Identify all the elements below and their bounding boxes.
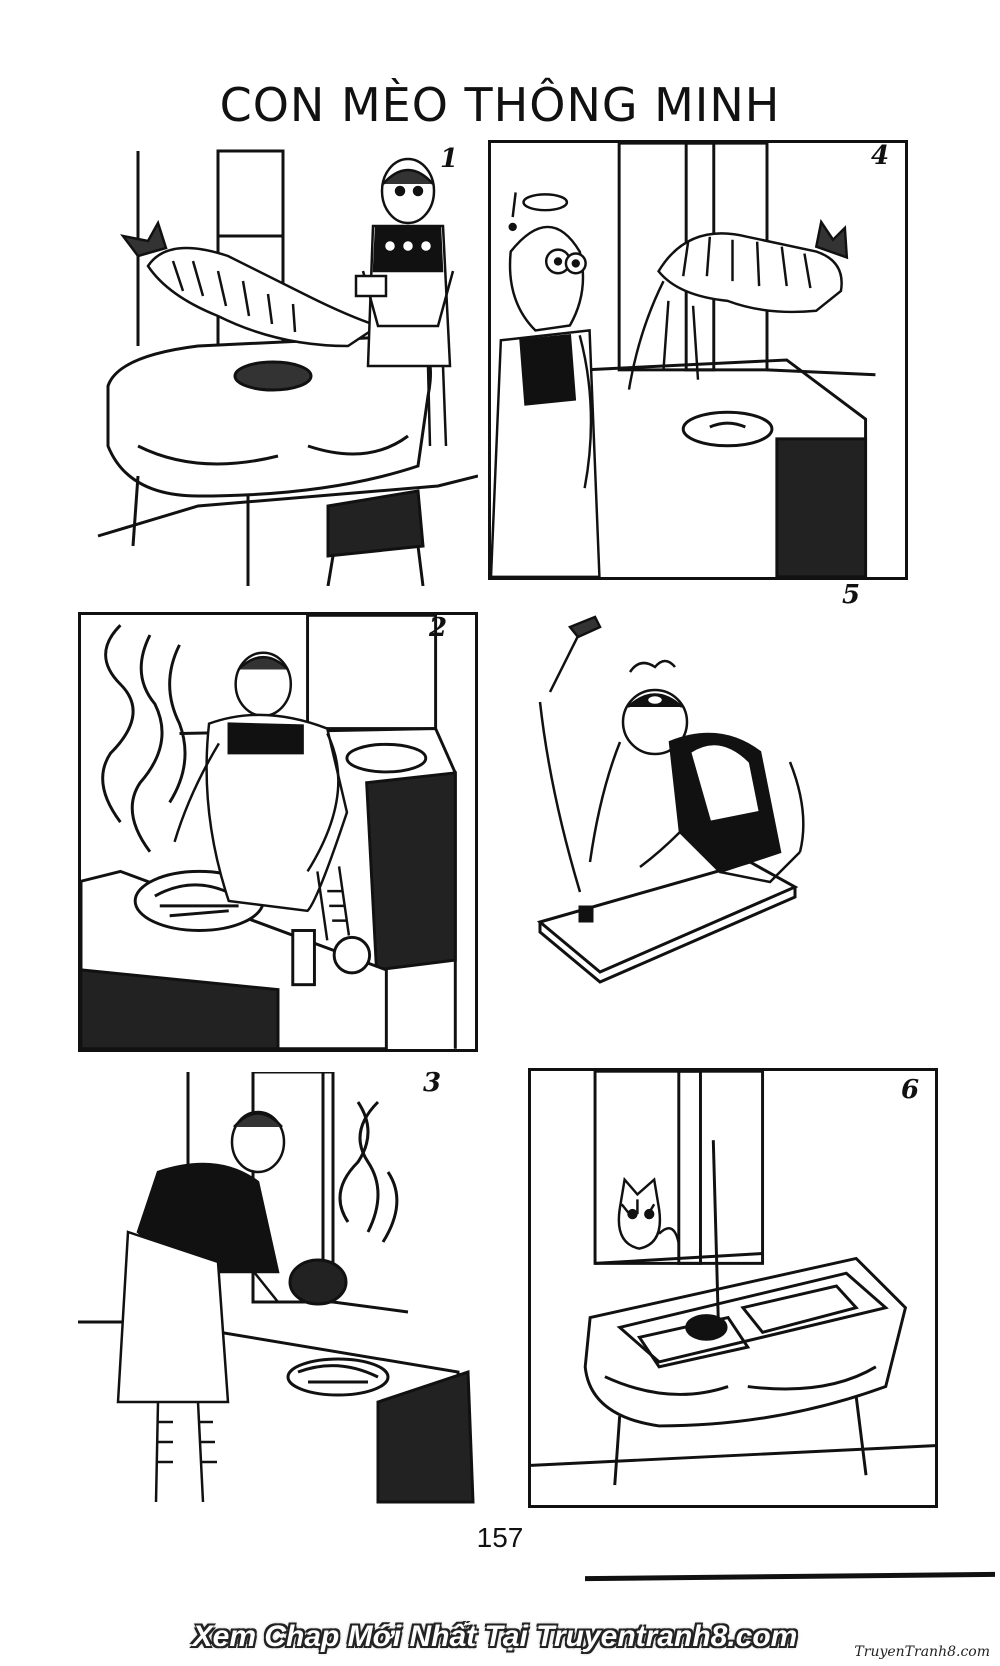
panel-5-art [536,615,805,984]
comic-panel-4: 4 [488,140,908,580]
page-title: CON MÈO THÔNG MINH [219,78,781,132]
panel-number: 5 [842,580,861,610]
comic-panel-5: 5 [520,580,900,1042]
panel-number: 2 [429,613,448,643]
footer-rule [585,1571,995,1582]
comic-panel-3: 3 [78,1068,488,1512]
watermark-banner[interactable]: Xem Chap Mới Nhất Tại Truyentranh8.com [192,1620,798,1653]
comic-panel-1: 1 [78,144,478,586]
panel-number: 1 [440,144,459,174]
panel-6-art [531,1071,935,1486]
panel-number: 3 [423,1068,442,1098]
panel-3-art [78,1072,475,1504]
panel-number: 4 [871,141,890,171]
panel-number: 6 [901,1075,920,1105]
panel-1-art [97,149,478,586]
panel-4-art [491,143,876,577]
comic-panel-6: 6 [528,1068,938,1508]
comic-panel-2: 2 [78,612,478,1052]
page-number: 157 [476,1522,524,1553]
panel-2-art [81,615,457,1049]
site-logo: TruyenTranh8.com [854,1644,990,1660]
